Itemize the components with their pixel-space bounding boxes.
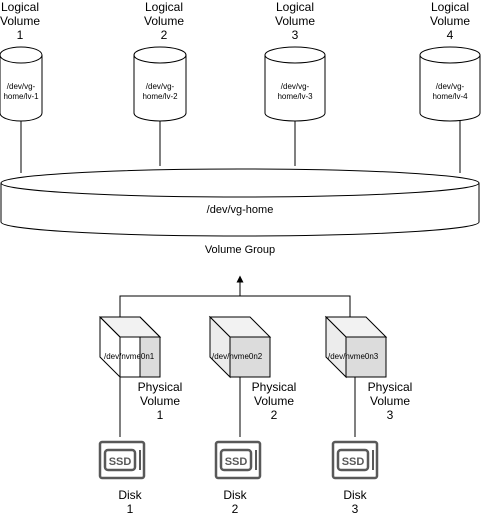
ssd-icon-label: SSD <box>109 456 132 468</box>
pv-cube-1 <box>98 316 162 378</box>
ssd-icon: SSD <box>331 440 379 480</box>
lv-title-1: Logical Volume 1 <box>0 0 41 42</box>
lv-device-1: /dev/vg- home/lv-1 <box>3 82 39 101</box>
pv-cube-3 <box>324 315 388 379</box>
vg-device-label: /dev/vg-home <box>206 204 274 216</box>
lv-title-4: Logical Volume 4 <box>429 0 471 42</box>
lv-cylinder-1 <box>0 46 43 122</box>
ssd-icon: SSD <box>214 440 262 480</box>
lv-cylinder-3 <box>264 46 326 122</box>
pv-title-3: Physical Volume 3 <box>367 380 413 422</box>
disk-title-2: Disk 2 <box>223 488 247 516</box>
lv-title-3: Logical Volume 3 <box>274 0 316 42</box>
disk-title-1: Disk 1 <box>118 488 142 516</box>
pv-cube-2 <box>208 315 272 379</box>
ssd-icon: SSD <box>98 440 146 480</box>
lv-cylinder-4 <box>419 46 481 122</box>
pv-device-3: /dev/nvme0n3 <box>328 352 379 361</box>
pv-bracket <box>119 295 351 317</box>
disk-title-3: Disk 3 <box>343 488 367 516</box>
lv-device-3: /dev/vg- home/lv-3 <box>277 82 313 101</box>
pv-title-2: Physical Volume 2 <box>251 380 297 422</box>
pv-title-1: Physical Volume 1 <box>137 380 183 422</box>
lv-cylinder-2 <box>133 46 187 122</box>
ssd-icon-label: SSD <box>225 456 248 468</box>
lv-device-2: /dev/vg- home/lv-2 <box>142 82 178 101</box>
pv-device-2: /dev/nvme0n2 <box>212 352 263 361</box>
lv-device-4: /dev/vg- home/lv-4 <box>432 82 468 101</box>
vg-title: Volume Group <box>204 244 276 256</box>
lv-title-2: Logical Volume 2 <box>143 0 185 42</box>
ssd-icon-label: SSD <box>342 456 365 468</box>
volume-group-disc <box>0 168 480 237</box>
pv-device-1: /dev/nvme0n1 <box>104 352 155 361</box>
